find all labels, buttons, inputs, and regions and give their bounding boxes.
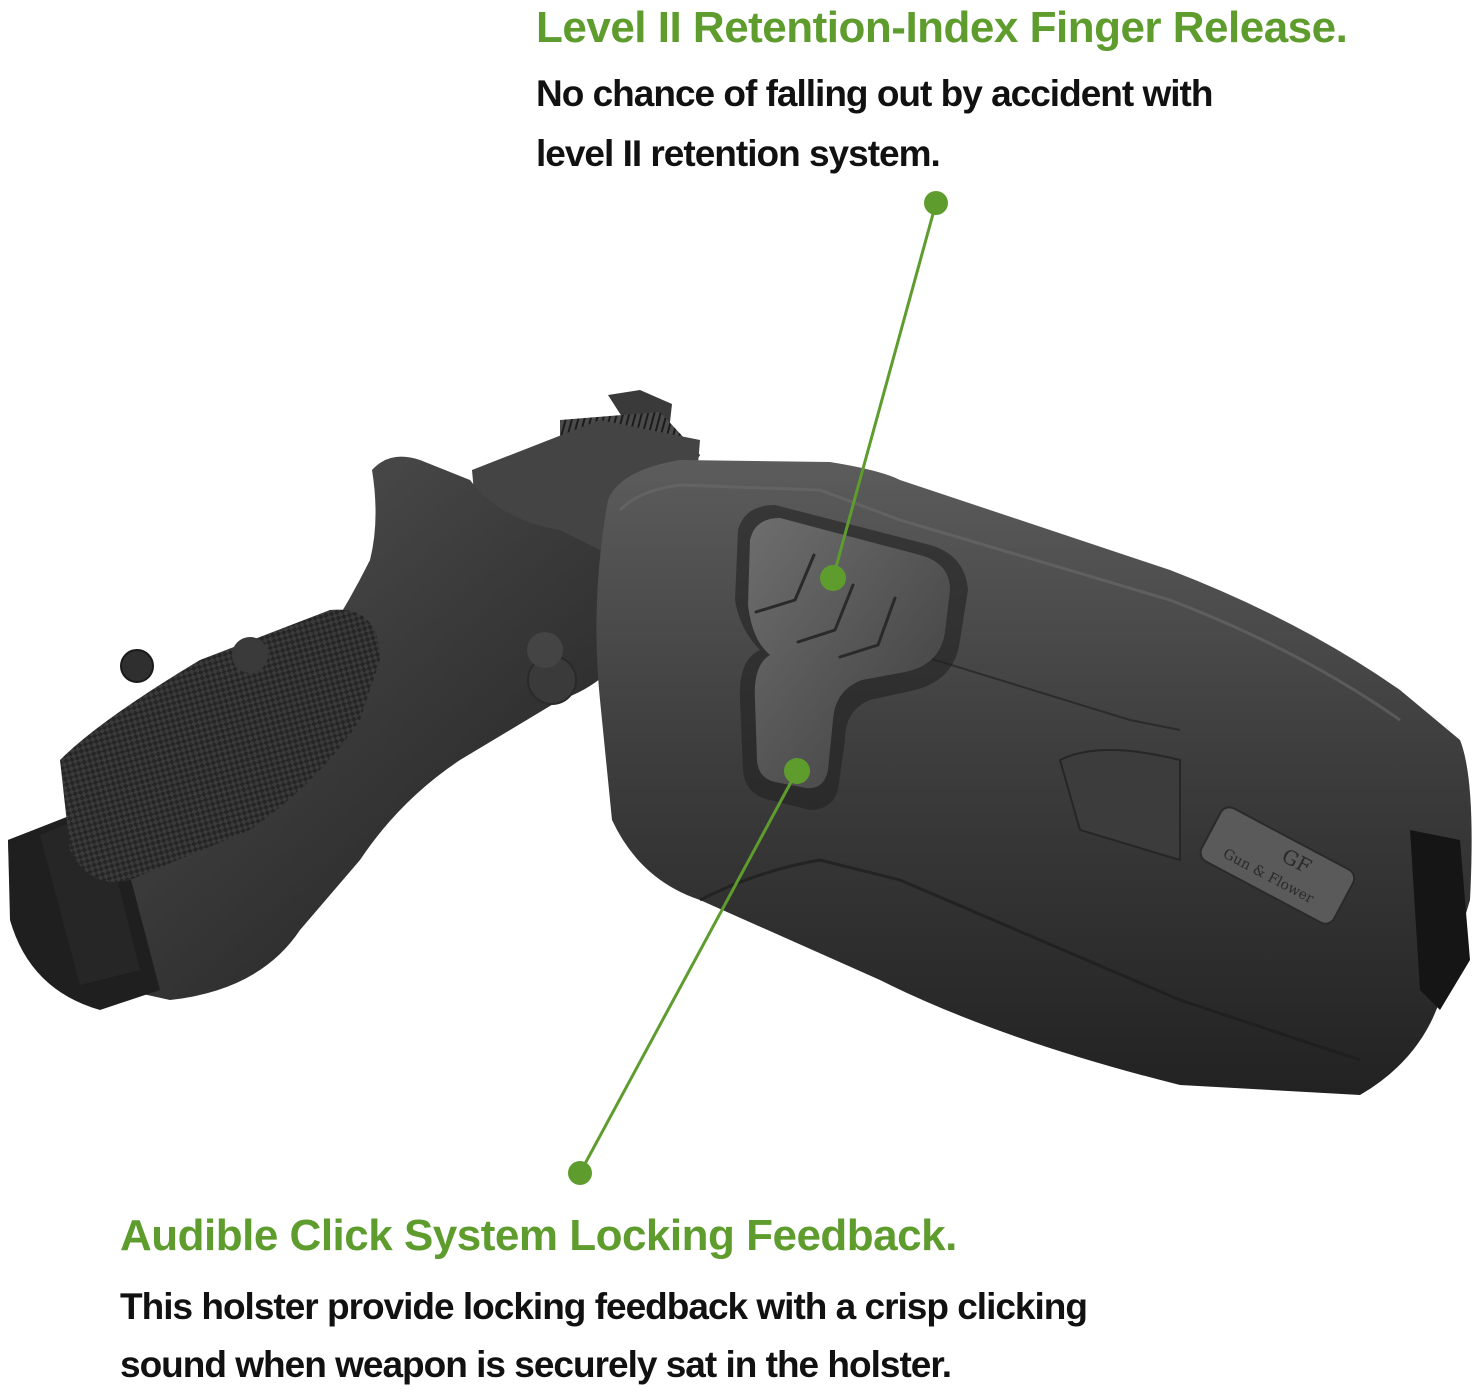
- retention-feature-title: Level II Retention-Index Finger Release.: [536, 3, 1348, 52]
- pointer-dot-icon: [924, 191, 948, 215]
- description-line: This holster provide locking feedback wi…: [120, 1286, 1088, 1327]
- description-line: No chance of falling out by accident wit…: [536, 73, 1213, 114]
- description-line: level II retention system.: [536, 133, 941, 174]
- pistol-grip: [8, 456, 640, 1010]
- click-feature-title: Audible Click System Locking Feedback.: [120, 1211, 957, 1260]
- brand-plate: GF Gun & Flower: [1199, 806, 1356, 925]
- click-pointer: [568, 758, 810, 1185]
- retention-feature-description: No chance of falling out by accident wit…: [536, 64, 1213, 184]
- pointer-dot-icon: [568, 1161, 592, 1185]
- description-line: sound when weapon is securely sat in the…: [120, 1344, 952, 1385]
- pointer-dot-icon: [820, 565, 846, 591]
- chevron-ridges: [754, 553, 897, 659]
- holster-body: [596, 460, 1472, 1095]
- click-feature-description: This holster provide locking feedback wi…: [120, 1278, 1088, 1394]
- pointer-dot-icon: [784, 758, 810, 784]
- retention-release-button: [735, 505, 968, 810]
- retention-pointer: [820, 191, 948, 591]
